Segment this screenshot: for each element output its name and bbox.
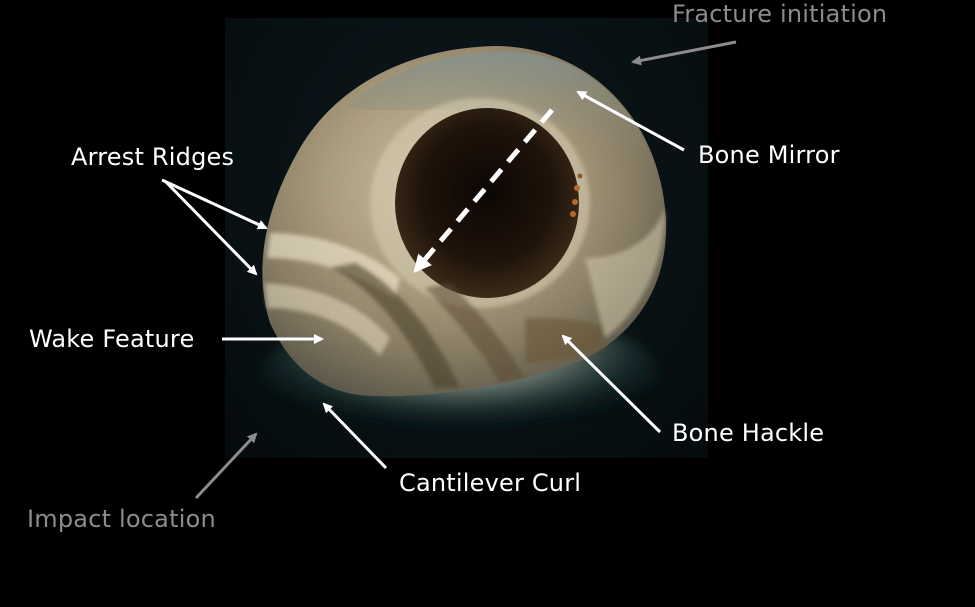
bone-hackle-arrow bbox=[561, 334, 662, 434]
arrest-ridge-band bbox=[265, 283, 390, 356]
label-fracture-initiation: Fracture initiation bbox=[672, 0, 888, 28]
label-arrest-ridges: Arrest Ridges bbox=[71, 143, 235, 171]
medullary-cavity bbox=[395, 108, 579, 298]
label-cantilever-curl: Cantilever Curl bbox=[399, 469, 582, 497]
arrest-ridges-arrow-upper bbox=[161, 178, 268, 230]
impact-location-arrow bbox=[194, 432, 258, 500]
arrest-ridges-arrow-lower bbox=[164, 180, 258, 276]
fracture-initiation-arrow bbox=[631, 40, 737, 66]
cantilever-curl-arrow bbox=[322, 402, 388, 470]
label-bone-hackle: Bone Hackle bbox=[672, 419, 825, 447]
label-impact-location: Impact location bbox=[27, 505, 216, 533]
crack-propagation-dashed-arrow bbox=[413, 108, 554, 274]
bone-mirror-arrow bbox=[576, 90, 685, 152]
label-bone-mirror: Bone Mirror bbox=[698, 141, 840, 169]
label-wake-feature: Wake Feature bbox=[29, 325, 195, 353]
